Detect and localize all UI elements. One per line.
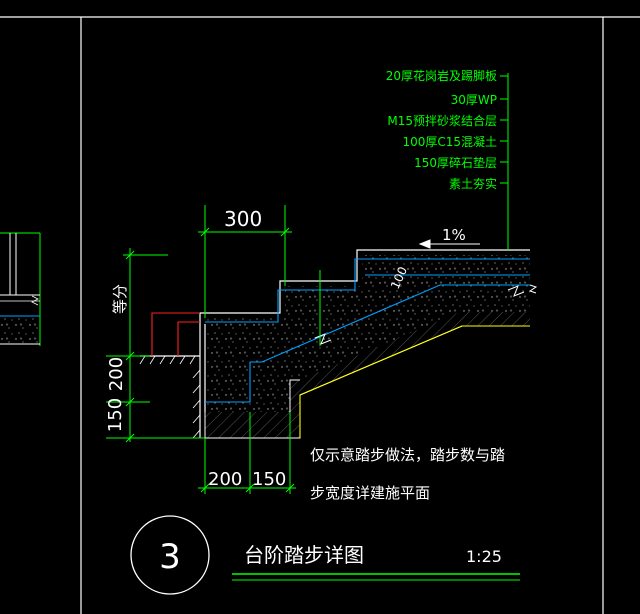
slope-indicator xyxy=(418,239,480,249)
callout-concrete: 100厚C15混凝土 xyxy=(402,134,497,149)
riser-equal-label: 等分 xyxy=(111,284,129,314)
callout-gravel: 150厚碎石垫层 xyxy=(414,155,497,170)
note-line-1: 仅示意踏步做法，踏步数与踏 xyxy=(310,446,505,464)
detail-number: 3 xyxy=(159,537,181,577)
compacted-earth xyxy=(205,312,530,438)
bottom-200-label: 200 xyxy=(208,469,242,490)
red-edge-mark xyxy=(151,312,200,356)
detail-scale: 1:25 xyxy=(466,547,502,566)
detail-number-circle xyxy=(130,515,210,595)
note-line-2: 步宽度详建施平面 xyxy=(310,484,430,502)
bottom-dimensions xyxy=(198,412,296,494)
sheet-frame xyxy=(0,16,640,614)
left-150-label: 150 xyxy=(105,398,126,432)
ground-ticks xyxy=(139,355,201,439)
callout-leader xyxy=(500,73,509,250)
tread-dimension xyxy=(198,205,321,346)
earth-line xyxy=(299,325,530,438)
callout-soil: 素土夯实 xyxy=(449,176,497,191)
layer-callouts: 20厚花岗岩及踢脚板 30厚WP M15预拌砂浆结合层 100厚C15混凝土 1… xyxy=(386,68,497,191)
left-vertical-dimensions xyxy=(106,248,205,443)
callout-mortar: M15预拌砂浆结合层 xyxy=(387,113,497,128)
callout-granite: 20厚花岗岩及踢脚板 xyxy=(386,68,497,83)
slope-label: 1% xyxy=(442,226,466,244)
callout-wp: 30厚WP xyxy=(451,93,497,107)
left-neighbour-detail xyxy=(0,232,41,346)
left-200-label: 200 xyxy=(106,357,127,391)
tread-dimension-label: 300 xyxy=(224,207,262,231)
detail-title: 台阶踏步详图 xyxy=(244,543,364,567)
concrete-section xyxy=(205,255,530,412)
waterproof-layer xyxy=(205,258,530,403)
bottom-150-label: 150 xyxy=(252,469,286,490)
title-block: 3 台阶踏步详图 1:25 xyxy=(130,515,520,595)
